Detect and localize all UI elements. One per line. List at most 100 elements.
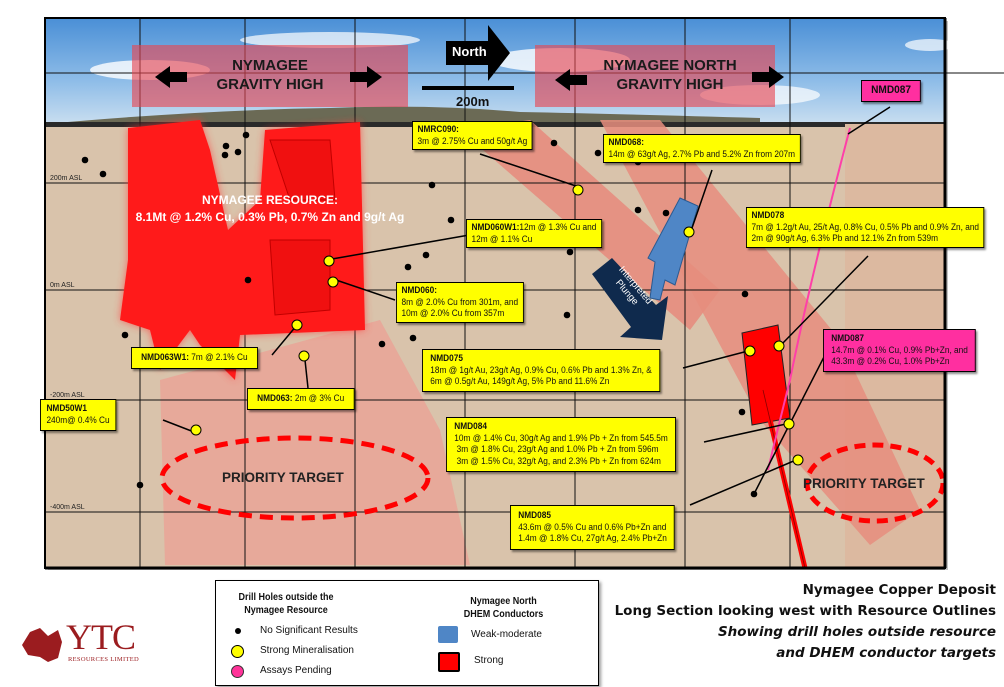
legend-item-weak-moderate: Weak-moderate (471, 629, 542, 640)
scale-label: 200m (456, 94, 490, 109)
callout-nmd060: NMD060: 8m @ 2.0% Cu from 301m, and 10m … (396, 282, 524, 323)
callout-hole-id: NMD068: (608, 137, 644, 147)
callout-hole-id: NMD060W1: (471, 222, 520, 232)
strong-swatch-icon (438, 652, 460, 672)
banner-line: NYMAGEE NORTH (603, 57, 737, 74)
callout-line: 3m @ 1.8% Cu, 23g/t Ag and 1.0% Pb + Zn … (456, 444, 659, 454)
callout-nmd063: NMD063: 2m @ 3% Cu (247, 388, 355, 410)
callout-line: 10m @ 1.4% Cu, 30g/t Ag and 1.9% Pb + Zn… (454, 432, 668, 443)
callout-hole-id: NMD078 (751, 210, 785, 220)
legend-title-line: Drill Holes outside the (238, 592, 334, 603)
callout-nmd068: NMD068: 14m @ 63g/t Ag, 2.7% Pb and 5.2%… (603, 134, 801, 163)
banner-line: GRAVITY HIGH (216, 76, 324, 93)
axis-label-minus400: -400m ASL (50, 504, 85, 511)
callout-line: 43.3m @ 0.2% Cu, 1.0% Pb+Zn (831, 356, 950, 366)
callout-line: 2m @ 90g/t Ag, 6.3% Pb and 12.1% Zn from… (751, 233, 939, 243)
callout-hole-id: NMD087 (831, 333, 864, 343)
axis-label-0: 0m ASL (50, 282, 75, 289)
drill-holes-strong-mineralisation (190, 184, 804, 466)
callout-line: 7m @ 2.1% Cu (191, 352, 248, 362)
callout-nmd50w1: NMD50W1 240m@ 0.4% Cu (40, 399, 117, 431)
legend-item-strong: Strong (474, 655, 504, 666)
drill-holes-no-significant (81, 131, 758, 498)
nymagee-resource-outline (120, 120, 365, 380)
callout-leaders (162, 106, 891, 506)
callout-nmd085: NMD085 43.6m @ 0.5% Cu and 0.6% Pb+Zn an… (510, 505, 676, 550)
priority-target-south (159, 435, 431, 521)
pending-drill-trace-nmd087 (767, 127, 851, 471)
callout-line: 8m @ 2.0% Cu from 301m, and (401, 296, 519, 307)
callout-nmd084: NMD084 10m @ 1.4% Cu, 30g/t Ag and 1.9% … (446, 417, 677, 472)
plunge-arrow (592, 258, 668, 340)
banner-line: GRAVITY HIGH (616, 76, 724, 93)
callout-nmrc090: NMRC090: 3m @ 2.75% Cu and 50g/t Ag (412, 121, 533, 150)
legend: Drill Holes outside the Nymagee Resource… (215, 580, 599, 686)
title-line-2: Long Section looking west with Resource … (614, 603, 996, 619)
callout-hole-id: NMD075 (430, 353, 463, 363)
yellow-circle-icon (231, 645, 244, 658)
resource-title: NYMAGEE RESOURCE: (201, 193, 338, 207)
callout-line: 2m @ 3% Cu (294, 393, 345, 403)
legend-item-assays-pending: Assays Pending (260, 665, 332, 676)
callout-nmd078: NMD078 7m @ 1.2g/t Au, 25/t Ag, 0.8% Cu,… (746, 207, 985, 248)
banner-line: NYMAGEE (232, 57, 308, 74)
callout-hole-id: NMD084 (454, 421, 487, 431)
north-label: North (452, 44, 487, 59)
callout-line: 1.4m @ 1.8% Cu, 27g/t Ag, 2.4% Pb+Zn (518, 533, 667, 543)
legend-item-strong-mineralisation: Strong Mineralisation (260, 645, 354, 656)
scale-bar (422, 86, 514, 90)
priority-target-label: PRIORITY TARGET (222, 470, 344, 485)
axis-label-200: 200m ASL (50, 175, 83, 182)
axis-label-minus200: -200m ASL (50, 392, 85, 399)
pink-circle-icon (231, 665, 244, 678)
callout-nmd063w1: NMD063W1: 7m @ 2.1% Cu (131, 347, 258, 369)
arrow-left-icon (555, 69, 587, 91)
callout-nmd087-top: NMD087 (861, 80, 922, 102)
resource-grade: 8.1Mt @ 1.2% Cu, 0.3% Pb, 0.7% Zn and 9g… (135, 210, 405, 224)
nymagee-north-gravity-high-label: NYMAGEE NORTH GRAVITY HIGH (580, 56, 760, 94)
callout-line: 14m @ 63g/t Ag, 2.7% Pb and 5.2% Zn from… (608, 148, 796, 159)
callout-line: 10m @ 2.0% Cu from 357m (401, 308, 505, 318)
figure-title-block: Nymagee Copper Deposit Long Section look… (615, 580, 996, 664)
priority-target-north (804, 442, 946, 524)
callout-line: 12m @ 1.1% Cu (471, 233, 533, 244)
arrow-right-icon (752, 66, 784, 88)
callout-line: 3m @ 2.75% Cu and 50g/t Ag (417, 135, 528, 146)
nymagee-gravity-high-label: NYMAGEE GRAVITY HIGH (190, 56, 350, 94)
callout-line: 12m @ 1.3% Cu and (519, 222, 597, 232)
callout-hole-id: NMD063: (257, 393, 293, 403)
legend-drill-title: Drill Holes outside the Nymagee Resource (223, 591, 349, 617)
legend-title-line: Nymagee North (470, 596, 537, 607)
black-dot-icon (235, 628, 241, 634)
callout-hole-id: NMD50W1 (46, 403, 87, 413)
callout-hole-id: NMD063W1: (141, 352, 189, 362)
callout-nmd087: NMD087 14.7m @ 0.1% Cu, 0.9% Pb+Zn, and … (823, 329, 977, 372)
title-line-3: Showing drill holes outside resource (717, 624, 996, 640)
callout-line: 14.7m @ 0.1% Cu, 0.9% Pb+Zn, and (831, 344, 968, 355)
callout-nmd075: NMD075 18m @ 1g/t Au, 23g/t Ag, 0.9% Cu,… (422, 349, 661, 392)
callout-hole-id: NMD087 (871, 84, 912, 96)
ytc-logo-name: YTC (66, 617, 136, 657)
legend-title-line: Nymagee Resource (244, 605, 328, 616)
callout-line: 43.6m @ 0.5% Cu and 0.6% Pb+Zn and (518, 521, 667, 532)
callout-hole-id: NMRC090: (417, 124, 459, 134)
legend-title-line: DHEM Conductors (463, 609, 544, 620)
priority-target-label: PRIORITY TARGET (803, 476, 925, 491)
callout-hole-id: NMD060: (401, 285, 437, 295)
ytc-logo: YTC RESOURCES LIMITED (66, 618, 139, 663)
arrow-right-icon (350, 66, 382, 88)
callout-line: 7m @ 1.2g/t Au, 25/t Ag, 0.8% Cu, 0.5% P… (751, 221, 980, 232)
callout-line: 240m@ 0.4% Cu (46, 414, 110, 425)
legend-item-no-significant: No Significant Results (260, 625, 358, 636)
arrow-left-icon (155, 66, 187, 88)
weak-moderate-swatch-icon (438, 626, 458, 643)
ytc-australia-logo-icon (22, 628, 62, 662)
callout-line: 18m @ 1g/t Au, 23g/t Ag, 0.9% Cu, 0.6% P… (430, 364, 652, 375)
callout-line: 3m @ 1.5% Cu, 32g/t Ag, and 2.3% Pb + Zn… (456, 455, 661, 466)
north-arrow-icon (446, 25, 510, 81)
title-line-1: Nymagee Copper Deposit (802, 582, 996, 598)
callout-hole-id: NMD085 (518, 510, 551, 520)
title-line-4: and DHEM conductor targets (776, 645, 996, 661)
callout-nmd060w1: NMD060W1:12m @ 1.3% Cu and 12m @ 1.1% Cu (466, 219, 602, 248)
